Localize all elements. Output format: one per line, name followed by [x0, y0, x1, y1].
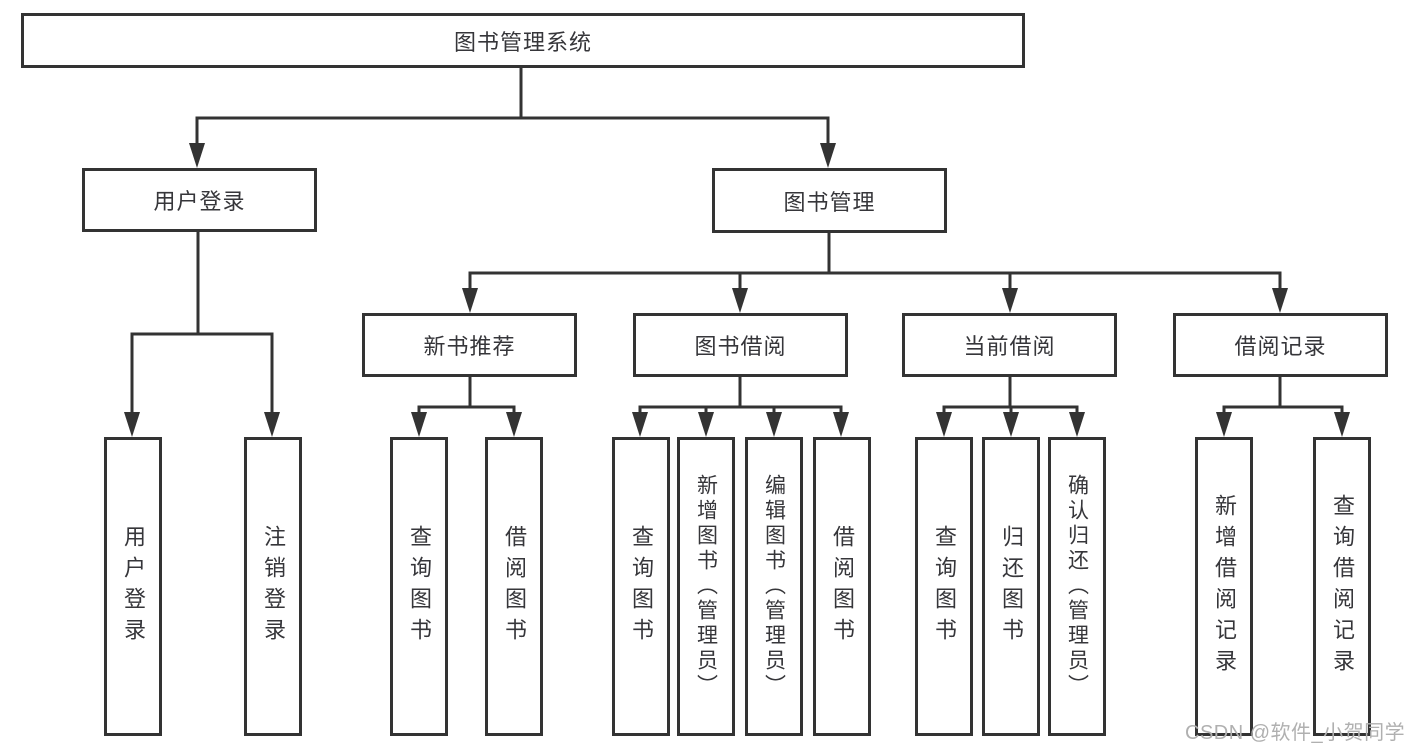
node-borrowing-records: 借阅记录 [1173, 313, 1388, 377]
leaf-label: 注销登录 [261, 524, 286, 649]
leaf-return-books: 归还图书 [982, 437, 1040, 736]
node-label: 当前借阅 [963, 334, 1056, 359]
leaf-label: 新增图书（管理员） [694, 474, 718, 699]
node-book-borrowing: 图书借阅 [633, 313, 848, 377]
csdn-watermark: CSDN @软件_小贺同学 [1185, 722, 1405, 744]
leaf-label: 查询借阅记录 [1330, 493, 1355, 680]
node-label: 图书管理 [783, 189, 876, 215]
leaf-label: 用户登录 [121, 524, 146, 649]
node-user-login: 用户登录 [82, 168, 317, 232]
leaf-borrow-books-borrowing: 借阅图书 [813, 437, 871, 736]
node-label: 用户登录 [153, 189, 246, 214]
node-label: 图书管理系统 [453, 29, 592, 55]
leaf-label: 归还图书 [999, 524, 1024, 649]
leaf-label: 查询图书 [629, 524, 654, 649]
leaf-query-books-current: 查询图书 [915, 437, 973, 736]
leaf-borrow-books-recommend: 借阅图书 [485, 437, 543, 736]
node-current-borrowing: 当前借阅 [902, 313, 1117, 377]
leaf-label: 借阅图书 [502, 524, 527, 649]
leaf-edit-book-admin: 编辑图书（管理员） [745, 437, 803, 736]
leaf-label: 新增借阅记录 [1212, 493, 1237, 680]
node-label: 借阅记录 [1234, 334, 1327, 359]
leaf-logout: 注销登录 [244, 437, 302, 736]
leaf-label: 编辑图书（管理员） [762, 474, 786, 699]
leaf-label: 借阅图书 [830, 524, 855, 649]
leaf-label: 确认归还（管理员） [1065, 474, 1089, 699]
node-library-management-system: 图书管理系统 [21, 13, 1025, 68]
leaf-confirm-return-admin: 确认归还（管理员） [1048, 437, 1106, 736]
node-label: 图书借阅 [694, 334, 787, 359]
leaf-query-books-borrowing: 查询图书 [612, 437, 670, 736]
leaf-query-books-recommend: 查询图书 [390, 437, 448, 736]
node-new-book-recommendation: 新书推荐 [362, 313, 577, 377]
node-book-management: 图书管理 [712, 168, 947, 233]
leaf-query-borrow-record: 查询借阅记录 [1313, 437, 1371, 736]
leaf-add-borrow-record: 新增借阅记录 [1195, 437, 1253, 736]
leaf-user-login: 用户登录 [104, 437, 162, 736]
leaf-label: 查询图书 [407, 524, 432, 649]
leaf-label: 查询图书 [932, 524, 957, 649]
node-label: 新书推荐 [423, 334, 516, 359]
leaf-add-book-admin: 新增图书（管理员） [677, 437, 735, 736]
